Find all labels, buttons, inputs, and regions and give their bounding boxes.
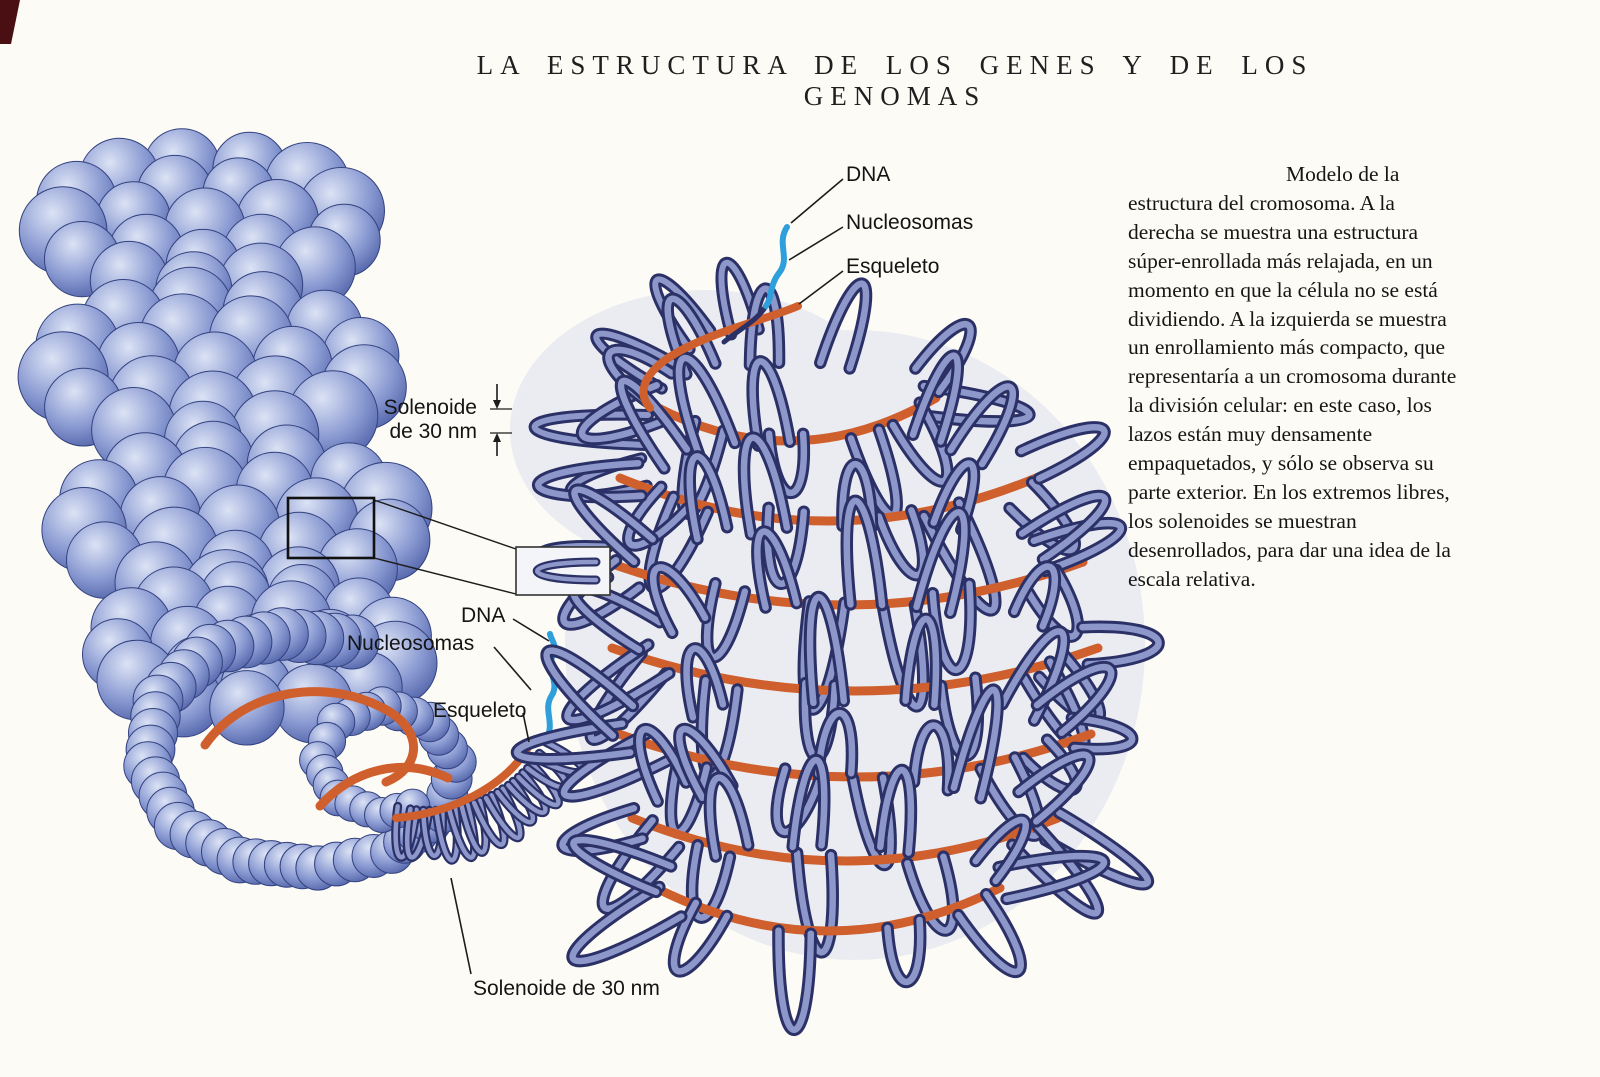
figure-caption: Modelo de la estructura del cromosoma. A…	[1128, 162, 1457, 591]
callout-box	[286, 496, 611, 596]
leader-lines	[450, 178, 844, 975]
label-solenoide-left: Solenoide de 30 nm	[337, 396, 477, 443]
label-dna-top: DNA	[846, 163, 891, 186]
compact-chromosome-illustration	[17, 128, 438, 746]
label-nucleosomas-top: Nucleosomas	[846, 211, 974, 234]
label-solenoide-left-line1: Solenoide	[383, 396, 477, 419]
label-esqueleto-top: Esqueleto	[846, 255, 940, 278]
label-nucleosomas-mid: Nucleosomas	[347, 632, 475, 655]
label-esqueleto-mid: Esqueleto	[433, 699, 527, 722]
label-dna-mid: DNA	[461, 604, 506, 627]
dna-strand-top	[639, 224, 802, 412]
measure-arrows	[490, 384, 512, 456]
label-solenoide-bottom: Solenoide de 30 nm	[473, 977, 660, 1000]
label-solenoide-left-line2: de 30 nm	[389, 419, 477, 443]
page-title: LA ESTRUCTURA DE LOS GENES Y DE LOS GENO…	[476, 50, 1314, 111]
